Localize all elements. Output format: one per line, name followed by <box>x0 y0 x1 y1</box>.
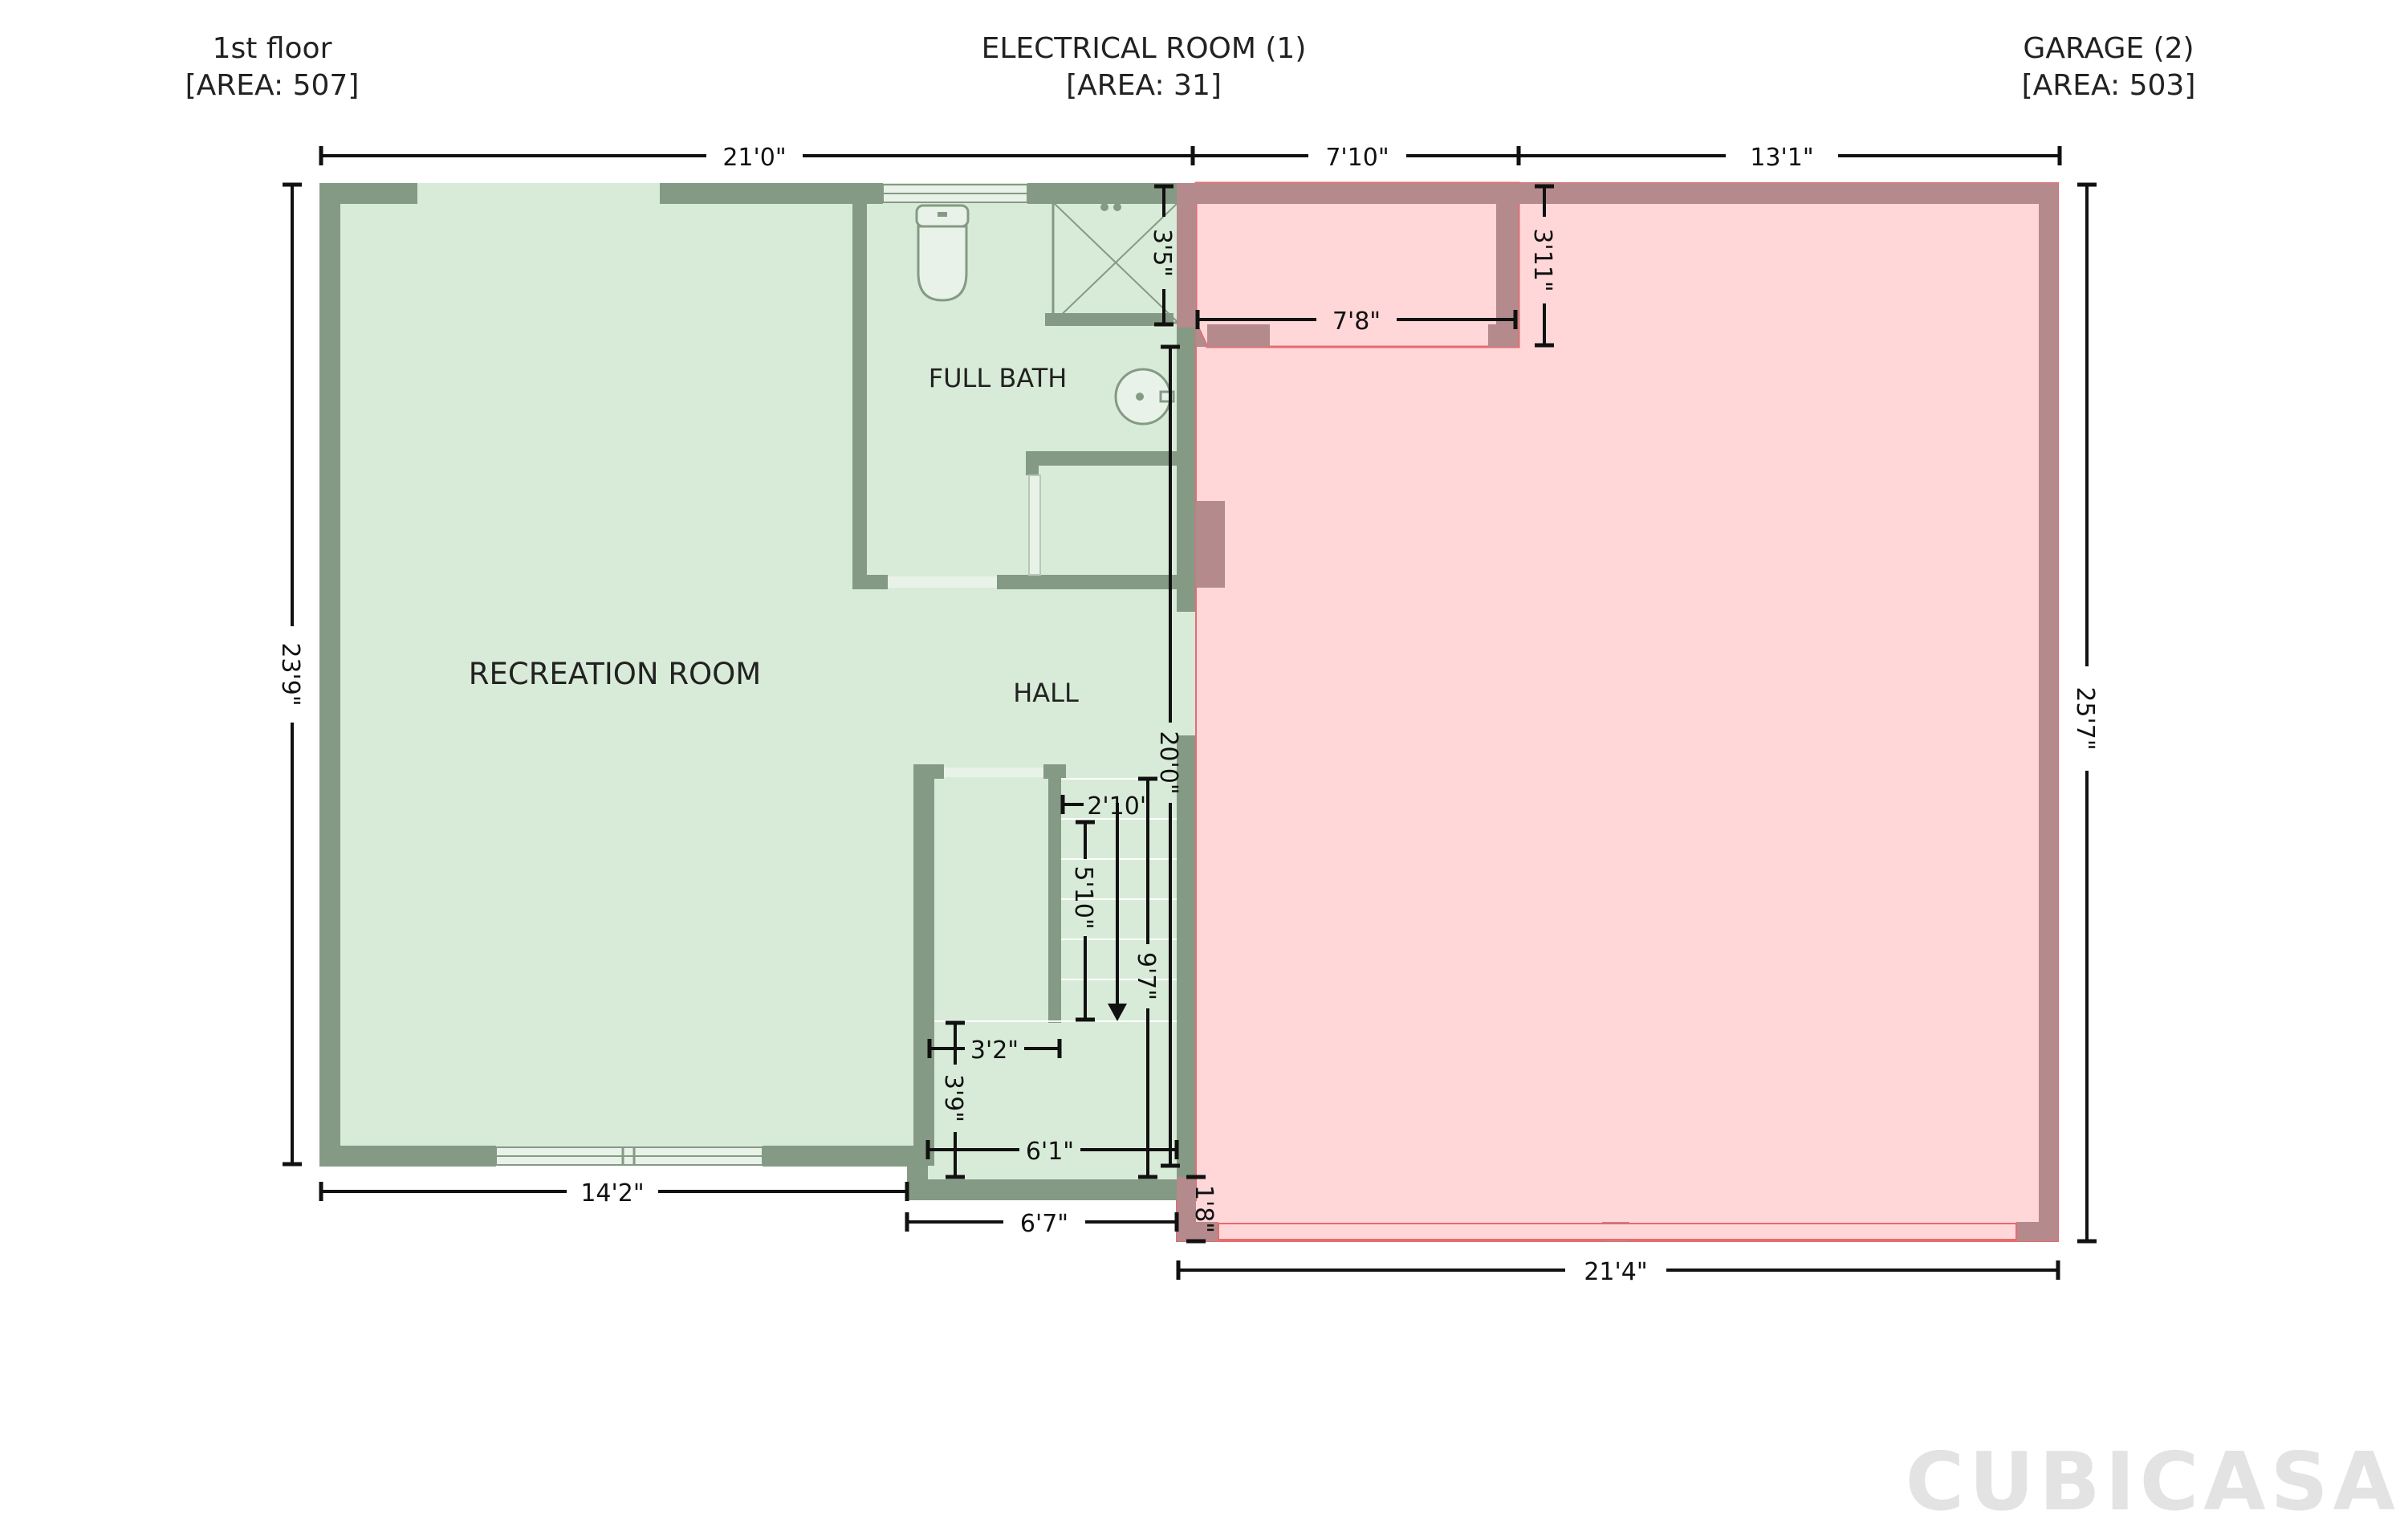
wall-bottom-a <box>319 1146 496 1167</box>
garage-wall-right <box>2039 183 2058 1241</box>
header-garage-area: [AREA: 503] <box>2022 69 2196 102</box>
dim-stair-210: 2'10" <box>1087 792 1150 821</box>
garage-door-opening <box>1218 1223 2017 1240</box>
toilet-icon <box>915 204 970 302</box>
dim-small-18: 1'8" <box>1190 1185 1218 1233</box>
dim-landing-39: 3'9" <box>939 1074 967 1122</box>
garage-area <box>1176 181 2059 1242</box>
room-label-recreation: RECREATION ROOM <box>469 657 761 691</box>
wall-left <box>319 183 340 1167</box>
window-top-left <box>417 183 660 204</box>
header-first-floor-name: 1st floor <box>213 32 332 65</box>
dim-bottom-right: 21'4" <box>1584 1258 1647 1286</box>
header-electrical-area: [AREA: 31] <box>1066 69 1222 102</box>
wall-bath-bottom-a <box>852 575 888 589</box>
stairs <box>913 764 1177 1166</box>
wall-closet-left <box>1026 451 1039 475</box>
dim-bottom-left: 14'2" <box>580 1179 644 1207</box>
garage-wall-top <box>1196 183 2058 204</box>
dim-right: 25'7" <box>2071 686 2099 750</box>
dim-stair-97: 9'7" <box>1132 952 1160 1000</box>
dim-stair-510: 5'10" <box>1069 865 1097 929</box>
header-first-floor-area: [AREA: 507] <box>185 69 360 102</box>
wall-bottom-b <box>763 1146 912 1167</box>
garage-wall-left-low <box>1177 1177 1196 1241</box>
wall-landing-bottom <box>907 1179 1196 1200</box>
garage-pillar <box>1196 501 1225 588</box>
dim-top-left: 21'0" <box>722 144 786 172</box>
electrical-wall-left <box>1177 183 1196 328</box>
interior-area <box>319 183 1196 1200</box>
dimension-lines <box>283 146 2097 1280</box>
dim-hall-200: 20'0" <box>1154 731 1182 794</box>
headers: 1st floor [AREA: 507] ELECTRICAL ROOM (1… <box>185 32 2196 102</box>
room-label-full-bath: FULL BATH <box>929 363 1068 393</box>
dim-bath-35: 3'5" <box>1148 229 1176 277</box>
bath-door-gap <box>888 576 997 588</box>
dim-elec-78: 7'8" <box>1332 307 1381 336</box>
wall-top-a <box>319 183 417 204</box>
interior-floor <box>319 183 1196 1200</box>
wall-top-b <box>660 183 883 204</box>
electrical-wall-bottom-a <box>1207 324 1270 347</box>
room-label-hall: HALL <box>1013 678 1079 708</box>
stair-arrow-icon <box>1108 1004 1127 1021</box>
header-electrical-name: ELECTRICAL ROOM (1) <box>982 32 1307 65</box>
dim-landing-61: 6'1" <box>1026 1138 1074 1166</box>
dim-landing-32: 3'2" <box>970 1036 1019 1065</box>
garage-wall-bottom-c <box>2016 1222 2058 1241</box>
dim-bottom-mid: 6'7" <box>1020 1210 1068 1238</box>
cubicasa-logo: CUBICASA <box>1906 1435 2400 1523</box>
dim-top-mid: 7'10" <box>1325 144 1389 172</box>
dim-left: 23'9" <box>276 642 304 706</box>
wall-bath-left <box>852 201 867 589</box>
closet-door <box>1028 474 1041 576</box>
header-garage-name: GARAGE (2) <box>2023 32 2194 65</box>
dim-elec-311: 3'11" <box>1528 228 1556 291</box>
wall-bath-bottom-b <box>997 575 1180 589</box>
wall-closet-top <box>1026 451 1180 466</box>
dim-top-right: 13'1" <box>1750 144 1813 172</box>
dimension-labels: 21'0" 7'10" 13'1" 14'2" 6'7" 21'4" 7'8" … <box>276 144 2099 1286</box>
wall-right-b <box>1177 735 1196 1200</box>
